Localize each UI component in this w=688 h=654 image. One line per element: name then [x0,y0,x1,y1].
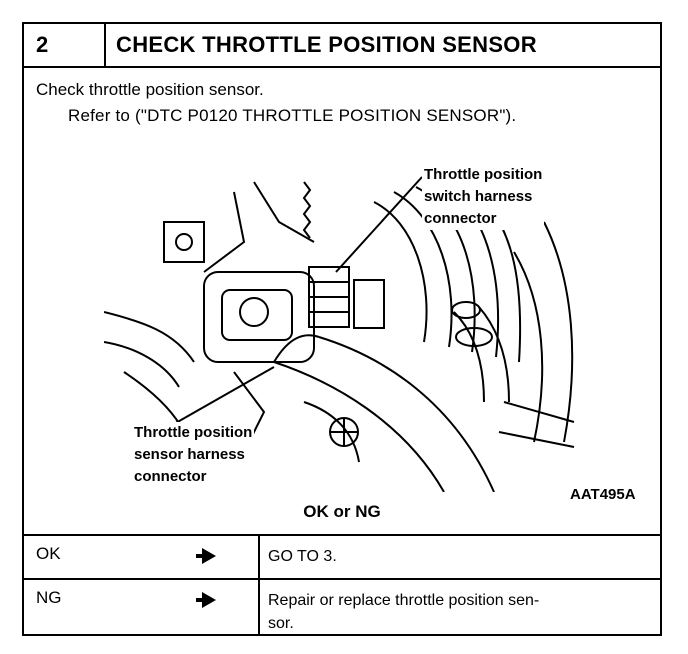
step-header: 2 CHECK THROTTLE POSITION SENSOR [24,24,660,68]
result-action: GO TO 3. [268,548,337,565]
result-key: OK [36,544,61,563]
result-row-ok: OK GO TO 3. [24,534,660,578]
step-title: CHECK THROTTLE POSITION SENSOR [116,32,537,57]
cell-divider [258,580,260,636]
switch-connector-callout: Throttle position switch harness connect… [422,164,545,230]
arrow-right-icon [196,548,216,564]
arrow-right-icon [196,592,216,608]
instruction-text: Check throttle position sensor. [36,80,264,99]
sensor-connector-callout: Throttle position sensor harness connect… [132,422,255,488]
engine-illustration [104,176,575,492]
result-row-ng: NG Repair or replace throttle position s… [24,578,660,636]
diagnostic-step-box: 2 CHECK THROTTLE POSITION SENSOR Check t… [22,22,662,636]
cell-divider [258,536,260,578]
reference-text: Refer to ("DTC P0120 THROTTLE POSITION S… [68,106,517,125]
figure-code: AAT495A [570,486,636,503]
result-heading: OK or NG [303,502,381,521]
result-key: NG [36,588,62,607]
step-number: 2 [24,24,106,66]
result-action: Repair or replace throttle position sen-… [268,592,540,632]
